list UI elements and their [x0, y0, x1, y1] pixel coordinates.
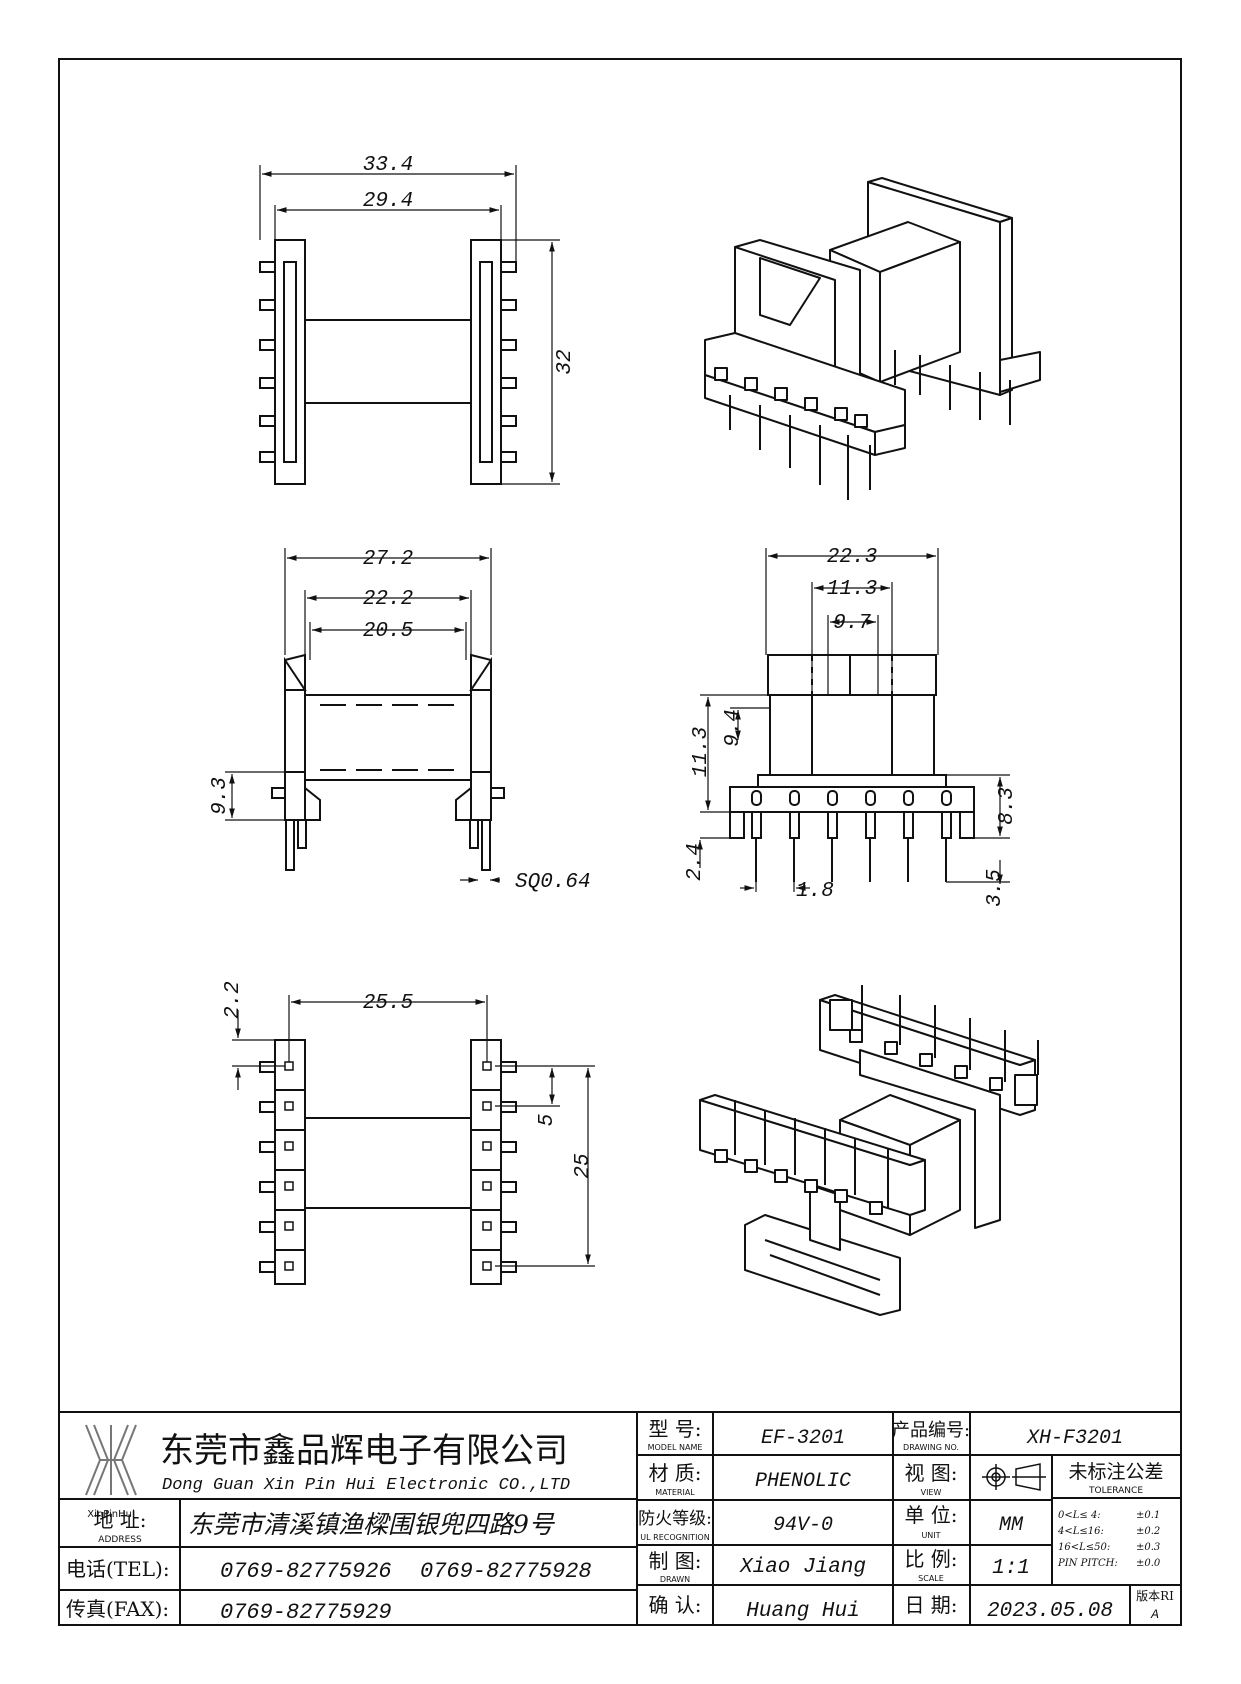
dim-bottom-span: 25 [572, 1153, 595, 1179]
drawing-no-label-en: DRAWING NO. [903, 1443, 959, 1452]
bottom-view [232, 995, 595, 1285]
top-view [259, 165, 560, 485]
ul-label-cn: 防火等级: [638, 1509, 712, 1529]
tolerance-value: ±0.0 [1136, 1558, 1161, 1569]
model-label-en: MODEL NAME [648, 1443, 703, 1452]
drawing-no-label-cn: 产品编号: [892, 1420, 970, 1441]
tolerance-range: 0<L≤ 4: [1058, 1510, 1101, 1521]
address-value: 东莞市清溪镇渔樑围银兜四路9号 [188, 1510, 556, 1539]
scale-label-en: SCALE [918, 1574, 944, 1583]
iso-view-top-pins [729, 350, 1011, 500]
view-label-en: VIEW [921, 1488, 942, 1497]
tolerance-title-en: TOLERANCE [1088, 1486, 1143, 1496]
dim-front-width-1: 27.2 [363, 548, 413, 571]
confirm-value: Huang Hui [746, 1600, 859, 1623]
tel-label: 电话(TEL): [66, 1557, 170, 1581]
dim-side-pin-length: 3.5 [984, 869, 1007, 907]
date-value: 2023.05.08 [987, 1600, 1113, 1623]
dim-side-width-3: 9.7 [833, 612, 871, 635]
front-view [225, 548, 505, 883]
dim-bottom-offset: 2.2 [222, 981, 245, 1019]
company-logo [85, 1424, 137, 1496]
dim-side-pitch: 1.8 [796, 880, 834, 903]
dim-front-height: 9.3 [209, 777, 232, 815]
dim-top-outer-width: 33.4 [363, 154, 413, 177]
title-block [58, 1411, 1182, 1626]
logo-text: XinPinHui [87, 1509, 135, 1520]
dim-side-height-4: 2.4 [684, 843, 707, 881]
unit-label-en: UNIT [921, 1531, 940, 1540]
dim-side-width-2: 11.3 [827, 578, 877, 601]
iso-view-bottom [699, 994, 1038, 1316]
tolerance-value: ±0.3 [1136, 1542, 1160, 1553]
side-view [697, 548, 1010, 892]
tolerance-table: 0<L≤ 4: ±0.1 4<L≤16: ±0.2 16<L≤50: ±0.3 … [1057, 1510, 1161, 1569]
drawn-label-en: DRAWN [660, 1575, 690, 1584]
confirm-label-cn: 确 认: [648, 1593, 701, 1617]
dim-front-width-2: 22.2 [363, 588, 413, 611]
scale-value: 1:1 [992, 1557, 1030, 1580]
iso-view-bottom-pins [734, 985, 1039, 1208]
tel-value-2: 0769-82775928 [420, 1559, 592, 1584]
scale-label-cn: 比 例: [904, 1547, 957, 1571]
material-label-en: MATERIAL [655, 1488, 695, 1497]
tolerance-value: ±0.1 [1136, 1510, 1160, 1521]
tolerance-value: ±0.2 [1136, 1526, 1160, 1537]
company-name-cn: 东莞市鑫品辉电子有限公司 [160, 1431, 568, 1471]
dim-top-height: 32 [554, 349, 577, 374]
dim-bottom-pitch: 5 [536, 1113, 559, 1126]
fax-value: 0769-82775929 [220, 1600, 392, 1625]
drawn-value: Xiao Jiang [739, 1556, 866, 1579]
dim-side-height-3: 8.3 [996, 787, 1019, 825]
date-label-cn: 日 期: [904, 1593, 957, 1617]
projection-symbol-icon [982, 1463, 1046, 1491]
dim-side-height-2: 9.4 [722, 709, 745, 747]
model-value: EF-3201 [761, 1427, 845, 1450]
version-label: 版本RI [1136, 1589, 1174, 1603]
dim-top-inner-width: 29.4 [363, 190, 413, 213]
tolerance-title-cn: 未标注公差 [1068, 1461, 1163, 1483]
dim-pin-size: SQ0.64 [515, 871, 591, 894]
fax-label: 传真(FAX): [66, 1597, 169, 1621]
tolerance-range: PIN PITCH: [1057, 1558, 1118, 1569]
address-label-cn: 地 址: [93, 1508, 146, 1532]
dim-side-width-1: 22.3 [827, 546, 877, 569]
address-label-en: ADDRESS [98, 1535, 142, 1545]
dim-side-height-1: 11.3 [690, 727, 713, 777]
unit-value: MM [999, 1514, 1024, 1537]
dim-front-width-3: 20.5 [363, 620, 414, 643]
material-value: PHENOLIC [755, 1470, 851, 1493]
dim-bottom-width: 25.5 [363, 992, 414, 1015]
unit-label-cn: 单 位: [904, 1503, 957, 1527]
tolerance-range: 4<L≤16: [1057, 1526, 1104, 1537]
ul-label-en: UL RECOGNITION [640, 1533, 709, 1542]
ul-value: 94V-0 [773, 1514, 833, 1537]
version-value: A [1150, 1607, 1159, 1622]
drawing-no-value: XH-F3201 [1026, 1427, 1123, 1450]
model-label-cn: 型 号: [648, 1417, 701, 1441]
company-name-en: Dong Guan Xin Pin Hui Electronic CO.,LTD [162, 1476, 570, 1495]
material-label-cn: 材 质: [648, 1461, 701, 1485]
iso-view-top [704, 177, 1041, 456]
drawn-label-cn: 制 图: [648, 1549, 701, 1573]
tel-value-1: 0769-82775926 [220, 1559, 392, 1584]
tolerance-range: 16<L≤50: [1058, 1542, 1110, 1553]
view-label-cn: 视 图: [904, 1461, 957, 1485]
